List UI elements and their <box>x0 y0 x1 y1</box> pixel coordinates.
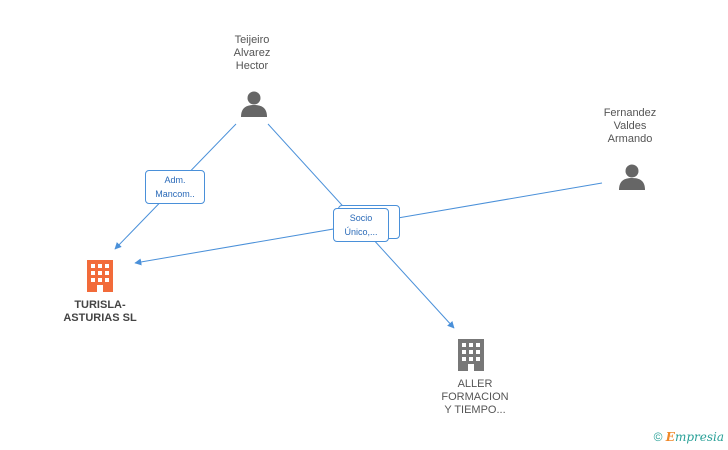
edge-label-socio-unico[interactable]: Socio Único,... <box>333 208 389 242</box>
company-label-aller[interactable]: ALLER FORMACION Y TIEMPO... <box>441 378 509 416</box>
brand-footer[interactable]: © Empresia <box>654 430 724 444</box>
person-icon[interactable] <box>617 162 647 192</box>
brand-logo: Empresia <box>665 430 724 444</box>
person-label-teijeiro[interactable]: Teijeiro Alvarez Hector <box>233 34 271 72</box>
building-icon[interactable] <box>456 337 486 371</box>
person-label-fernandez[interactable]: Fernandez Valdes Armando <box>603 107 657 145</box>
person-icon[interactable] <box>239 89 269 119</box>
building-icon[interactable] <box>85 258 115 292</box>
company-label-turisla[interactable]: TURISLA- ASTURIAS SL <box>63 299 137 324</box>
copyright-symbol: © <box>653 430 663 444</box>
edge-label-adm-mancom[interactable]: Adm. Mancom.. <box>145 170 205 204</box>
